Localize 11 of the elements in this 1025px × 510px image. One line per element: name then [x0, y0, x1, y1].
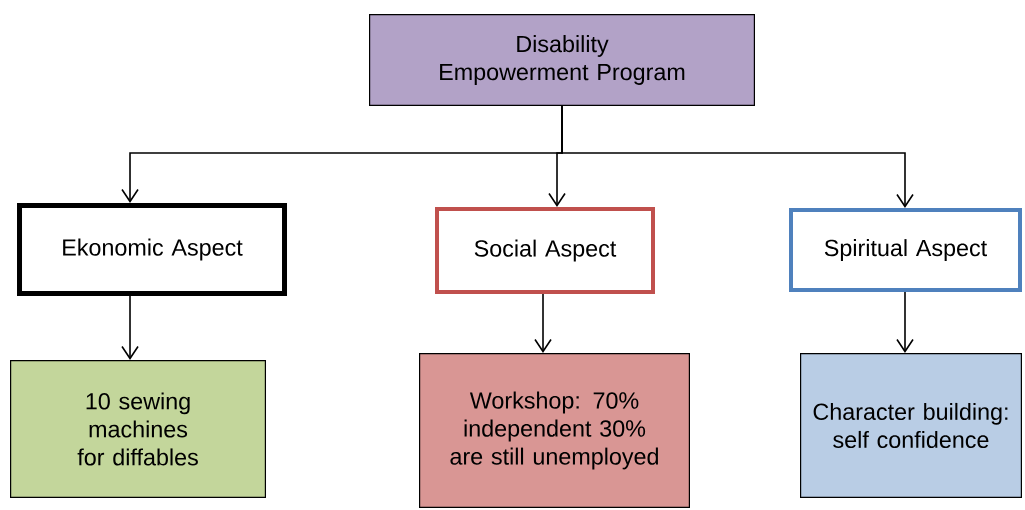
aspect-box: Spiritual Aspect [789, 208, 1022, 292]
arrow [121, 295, 139, 360]
aspect-box: Ekonomic Aspect [17, 203, 287, 296]
outcome-box: 10 sewing machines for diffables [10, 360, 266, 498]
program-box: Disability Empowerment Program [369, 14, 755, 106]
outcome-box: Character building: self confidence [800, 353, 1022, 498]
arrow [561, 105, 914, 208]
outcome-box: Workshop: 70% independent 30% are still unemployed [419, 353, 690, 508]
arrow [534, 293, 552, 353]
aspect-box: Social Aspect [435, 207, 655, 294]
arrow [896, 291, 914, 353]
